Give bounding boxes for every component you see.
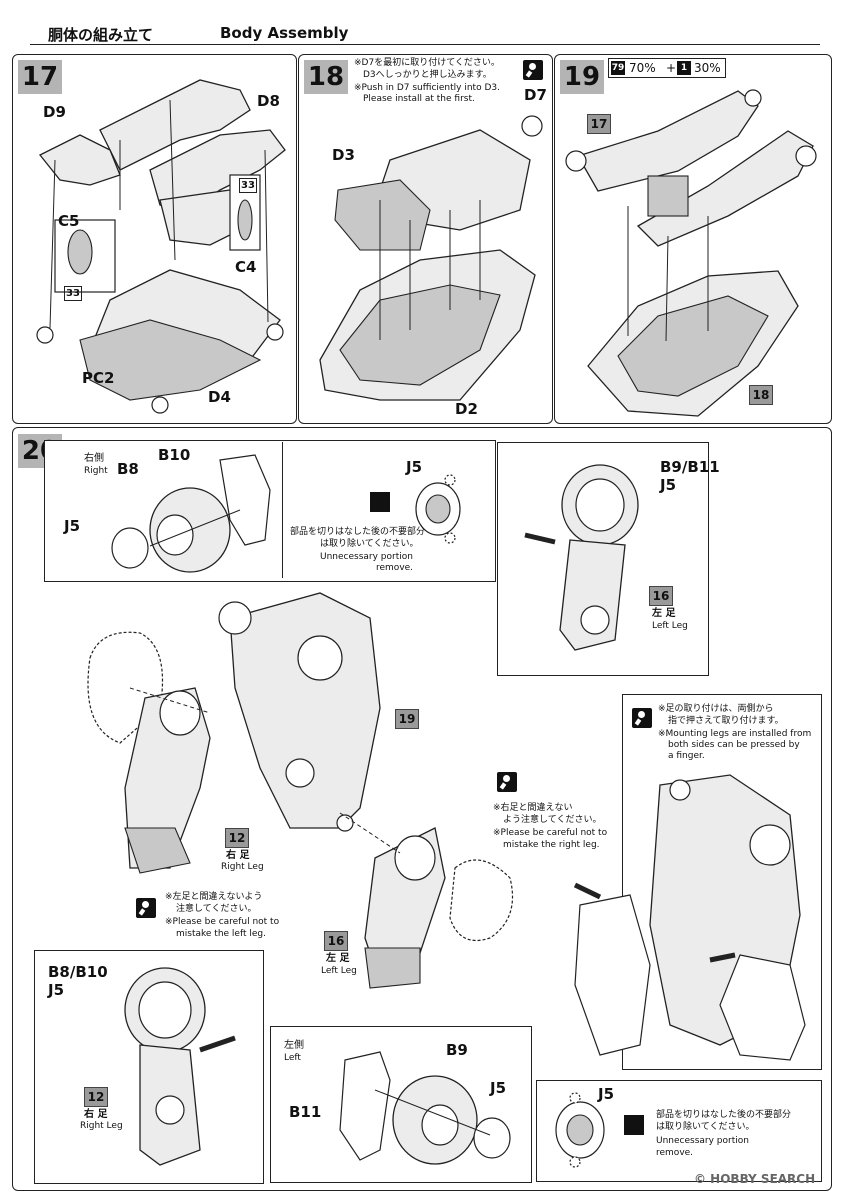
j5-cut-part-top xyxy=(415,474,461,544)
nipper-cut-icon-top xyxy=(370,492,390,512)
ref-step-17: 17 xyxy=(587,114,611,134)
mount-note-jp-2: 指で押さえて取り付けます。 xyxy=(668,716,784,726)
label-j5-right: J5 xyxy=(64,517,81,535)
left-leg-detail-jp: 左 足 xyxy=(652,608,676,619)
left-leg-main-ref: 16 xyxy=(324,931,348,951)
color-mix-box: 79 70% + 1 30% xyxy=(608,58,726,78)
right-leg-parts-2: J5 xyxy=(48,981,65,999)
caution-left-en-1: ※Please be careful not to xyxy=(165,917,280,927)
caution-left-en-2: mistake the left leg. xyxy=(176,929,266,939)
right-side-jp: 右側 xyxy=(84,453,104,464)
caution-right-en-1: ※Please be careful not to xyxy=(493,828,608,838)
right-leg-detail-en: Right Leg xyxy=(80,1121,123,1131)
nipper-cut-icon-bottom xyxy=(624,1115,644,1135)
left-leg-parts-2: J5 xyxy=(660,476,677,494)
right-leg-detail-ref: 12 xyxy=(84,1087,108,1107)
label-b8-right: B8 xyxy=(117,460,139,478)
label-d8: D8 xyxy=(257,92,280,110)
caution-left-jp-2: 注意してください。 xyxy=(176,904,257,914)
step-19-number: 19 xyxy=(560,60,604,94)
label-c4: C4 xyxy=(235,258,257,276)
left-side-parts xyxy=(339,1051,511,1165)
caution-right-jp-2: よう注意してください。 xyxy=(503,815,602,825)
mount-note-jp-1: ※足の取り付けは、両側から xyxy=(658,704,774,714)
header-title-jp: 胴体の組み立て xyxy=(48,26,154,44)
right-side-en: Right xyxy=(84,466,108,476)
j5-cut-part-bottom xyxy=(555,1092,605,1168)
step-20-main-drawing xyxy=(87,592,514,989)
label-j5-cut-bottom: J5 xyxy=(598,1085,615,1103)
caution-right-icon xyxy=(497,772,517,792)
label-j5-left: J5 xyxy=(490,1079,507,1097)
label-pc2: PC2 xyxy=(82,369,115,387)
label-d2: D2 xyxy=(455,400,478,418)
watermark: © HOBBY SEARCH xyxy=(694,1172,816,1186)
cut-note-top-subpanel xyxy=(282,442,493,578)
step-18-diagram xyxy=(319,115,543,401)
step-18-note-en-2: Please install at the first. xyxy=(363,94,475,104)
caution-right-jp-1: ※右足と間違えない xyxy=(493,803,573,813)
left-leg-main-en: Left Leg xyxy=(321,966,357,976)
caution-right-en-2: mistake the right leg. xyxy=(503,840,600,850)
ref-step-19: 19 xyxy=(395,709,419,729)
cut-top-jp-2: は取り除いてください。 xyxy=(320,539,419,549)
left-leg-detail-en: Left Leg xyxy=(652,621,688,631)
caution-left-icon xyxy=(136,898,156,918)
cut-top-en-2: remove. xyxy=(376,563,414,573)
left-side-jp: 左側 xyxy=(284,1040,304,1051)
left-side-en: Left xyxy=(284,1053,301,1063)
label-b11-left: B11 xyxy=(289,1103,322,1121)
mount-note-en-3: a finger. xyxy=(668,751,705,761)
right-leg-detail-drawing xyxy=(124,967,236,1166)
mix-color-1: 79 xyxy=(611,61,625,75)
caution-icon xyxy=(523,60,543,80)
header-title-en: Body Assembly xyxy=(220,24,349,42)
step-17-diagram xyxy=(36,79,286,414)
right-leg-main-en: Right Leg xyxy=(221,862,264,872)
label-d9: D9 xyxy=(43,103,66,121)
mount-note-en-2: both sides can be pressed by xyxy=(668,740,800,750)
label-d4: D4 xyxy=(208,388,231,406)
mount-hands-drawing xyxy=(573,774,806,1061)
cut-bottom-jp-2: は取り除いてください。 xyxy=(656,1122,755,1132)
mix-plus: + xyxy=(666,61,677,75)
cut-bottom-jp-1: 部品を切りはなした後の不要部分 xyxy=(656,1110,792,1120)
ref-step-18: 18 xyxy=(749,385,773,405)
step-18-number: 18 xyxy=(304,60,348,94)
mount-note-en-1: ※Mounting legs are installed from xyxy=(658,729,812,739)
right-leg-parts-1: B8/B10 xyxy=(48,963,108,981)
mix-percent-1: 70% xyxy=(629,61,656,75)
mix-percent-2: 30% xyxy=(694,61,721,75)
step-18-note-jp-2: D3へしっかりと押し込みます。 xyxy=(363,70,492,80)
color-code-33-a: 33 xyxy=(239,178,257,193)
step-18-note-en-1: ※Push in D7 sufficiently into D3. xyxy=(354,83,500,93)
label-b10-right: B10 xyxy=(158,446,191,464)
right-leg-detail-jp: 右 足 xyxy=(84,1109,108,1120)
step-19-diagram xyxy=(565,89,817,417)
label-b9-left: B9 xyxy=(446,1041,468,1059)
page-header: 胴体の組み立て Body Assembly xyxy=(30,22,820,45)
left-leg-parts-1: B9/B11 xyxy=(660,458,720,476)
cut-bottom-en-1: Unnecessary portion xyxy=(656,1136,749,1146)
label-d3: D3 xyxy=(332,146,355,164)
left-leg-detail-drawing xyxy=(524,464,639,651)
label-d7: D7 xyxy=(524,86,547,104)
step-17-number: 17 xyxy=(18,60,62,94)
caution-left-jp-1: ※左足と間違えないよう xyxy=(165,892,263,902)
label-j5-cut-top: J5 xyxy=(406,458,423,476)
left-leg-detail-ref: 16 xyxy=(649,586,673,606)
left-leg-main-jp: 左 足 xyxy=(326,953,350,964)
right-leg-main-jp: 右 足 xyxy=(226,850,250,861)
right-side-parts xyxy=(111,454,271,573)
right-leg-main-ref: 12 xyxy=(225,828,249,848)
cut-top-jp-1: 部品を切りはなした後の不要部分 xyxy=(290,527,426,537)
label-c5: C5 xyxy=(58,212,80,230)
cut-top-en-1: Unnecessary portion xyxy=(320,552,413,562)
mix-color-2: 1 xyxy=(677,61,691,75)
color-code-33-b: 33 xyxy=(64,286,82,301)
step-18-note-jp-1: ※D7を最初に取り付けてください。 xyxy=(354,58,500,68)
mount-caution-icon xyxy=(632,708,652,728)
cut-bottom-en-2: remove. xyxy=(656,1148,694,1158)
